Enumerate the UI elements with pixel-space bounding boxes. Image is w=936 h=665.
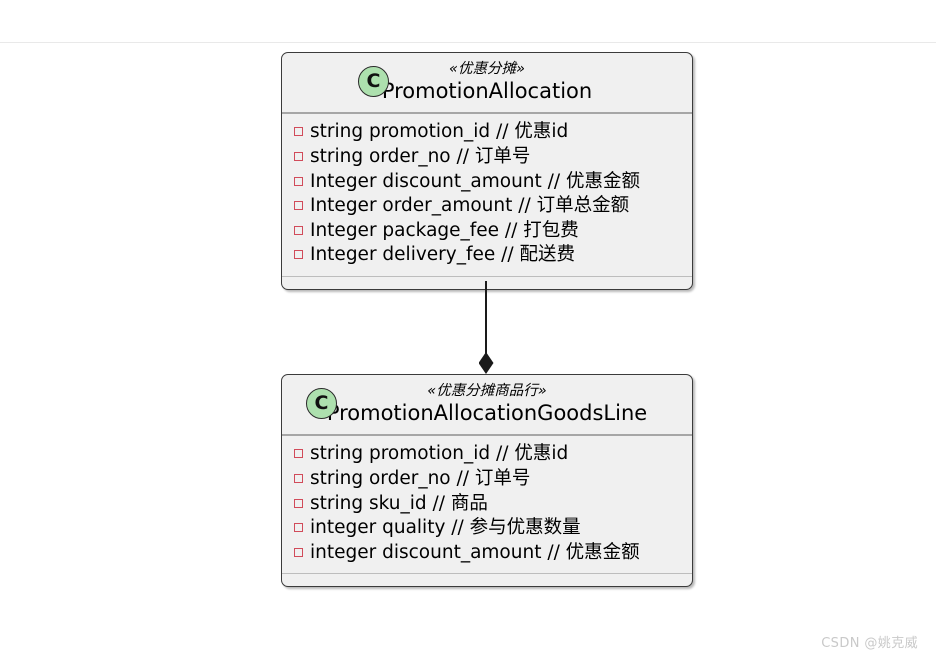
class-methods-compartment xyxy=(282,574,692,586)
attribute-row: string promotion_id // 优惠id xyxy=(294,120,682,145)
attribute-label: string order_no // 订单号 xyxy=(310,145,531,167)
class-stereotype: «优惠分摊商品行» xyxy=(427,383,547,399)
attribute-label: string order_no // 订单号 xyxy=(310,467,531,489)
attribute-row: Integer package_fee // 打包费 xyxy=(294,219,682,244)
uml-class-promotion-allocation[interactable]: C «优惠分摊» PromotionAllocation string prom… xyxy=(281,52,693,290)
attribute-bullet-icon xyxy=(294,225,303,235)
attribute-label: string promotion_id // 优惠id xyxy=(310,443,569,465)
uml-class-promotion-allocation-goods-line[interactable]: C «优惠分摊商品行» PromotionAllocationGoodsLine… xyxy=(281,374,693,588)
attribute-bullet-icon xyxy=(294,523,303,533)
composition-diamond-icon xyxy=(478,352,494,374)
class-title: PromotionAllocation xyxy=(381,79,593,104)
csdn-watermark: CSDN @姚克威 xyxy=(821,636,918,651)
attribute-bullet-icon xyxy=(294,151,303,161)
class-attributes: string promotion_id // 优惠id string order… xyxy=(282,436,692,575)
attribute-row: integer discount_amount // 优惠金额 xyxy=(294,541,682,566)
attribute-label: Integer discount_amount // 优惠金额 xyxy=(310,170,641,192)
attribute-bullet-icon xyxy=(294,250,303,260)
attribute-row: integer quality // 参与优惠数量 xyxy=(294,516,682,541)
attribute-row: string order_no // 订单号 xyxy=(294,145,682,170)
attribute-bullet-icon xyxy=(294,127,303,137)
attribute-label: Integer delivery_fee // 配送费 xyxy=(310,244,575,266)
attribute-row: string promotion_id // 优惠id xyxy=(294,442,682,467)
attribute-bullet-icon xyxy=(294,547,303,557)
attribute-label: Integer package_fee // 打包费 xyxy=(310,219,579,241)
attribute-label: integer discount_amount // 优惠金额 xyxy=(310,541,640,563)
attribute-row: Integer delivery_fee // 配送费 xyxy=(294,243,682,268)
class-header: C «优惠分摊商品行» PromotionAllocationGoodsLine xyxy=(282,375,692,437)
attribute-row: Integer order_amount // 订单总金额 xyxy=(294,194,682,219)
class-c-icon: C xyxy=(358,66,389,97)
attribute-bullet-icon xyxy=(294,473,303,483)
attribute-label: string promotion_id // 优惠id xyxy=(310,121,569,143)
class-methods-compartment xyxy=(282,277,692,289)
class-c-icon: C xyxy=(306,388,337,419)
attribute-label: integer quality // 参与优惠数量 xyxy=(310,517,581,539)
class-title: PromotionAllocationGoodsLine xyxy=(326,401,648,426)
class-stereotype: «优惠分摊» xyxy=(449,61,525,77)
attribute-label: Integer order_amount // 订单总金额 xyxy=(310,195,630,217)
attribute-bullet-icon xyxy=(294,176,303,186)
page-top-divider xyxy=(0,42,936,43)
attribute-row: Integer discount_amount // 优惠金额 xyxy=(294,170,682,195)
attribute-bullet-icon xyxy=(294,498,303,508)
attribute-row: string order_no // 订单号 xyxy=(294,467,682,492)
attribute-row: string sku_id // 商品 xyxy=(294,492,682,517)
attribute-bullet-icon xyxy=(294,449,303,459)
class-attributes: string promotion_id // 优惠id string order… xyxy=(282,114,692,277)
class-header: C «优惠分摊» PromotionAllocation xyxy=(282,53,692,115)
attribute-bullet-icon xyxy=(294,201,303,211)
attribute-label: string sku_id // 商品 xyxy=(310,492,488,514)
composition-link-line xyxy=(485,281,487,366)
